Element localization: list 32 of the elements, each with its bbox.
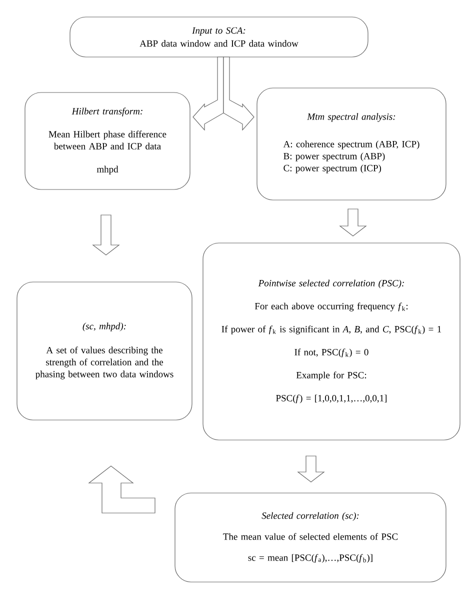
block-arrow [92,214,120,256]
block-arrow [339,208,367,236]
box-text: Mean Hilbert phase difference between ABP and ICP data [48,130,166,150]
box-text: If not, PSC(f$_{k}$) = 0 [294,348,368,358]
block-arrow [223,56,254,131]
box-text: A set of values describing the strength of correlation and the phasing between two data windows [36,346,174,380]
box-text: The mean value of selected elements of PSC [223,533,398,540]
process-box [16,282,192,420]
box-heading: Input to SCA: [192,27,246,36]
box-heading: (sc, mhpd): [82,322,126,332]
box-text: Example for PSC: [296,372,366,380]
process-box [70,16,368,58]
block-arrow [192,56,224,131]
box-text: ABP data window and ICP data window [140,40,298,47]
box-text: sc = mean [PSC(f$_{a}$),…,PSC(f$_{b}$)] [248,554,372,563]
process-box [174,492,446,582]
process-box [202,242,460,440]
block-arrow [297,456,325,482]
box-text: PSC(f) = [1,0,0,1,1,…,0,0,1] [276,394,387,404]
box-heading: Pointwise selected correlation (PSC): [258,280,404,288]
box-text: mhpd [96,166,118,174]
list-item: C: power spectrum (ICP) [284,164,382,174]
box-text: If power of f$_{k}$ is significant in A, B, and C, PSC(f$_{k}$) = 1 [222,326,442,334]
process-box [24,92,190,190]
box-heading: Selected correlation (sc): [262,512,359,521]
list-item: A: coherence spectrum (ABP, ICP) [283,140,420,150]
box-heading: Mtm spectral analysis: [307,113,396,122]
list-item: B: power spectrum (ABP) [284,152,385,162]
box-text: For each above occurring frequency f$_{k}$: [254,302,408,312]
block-arrow [88,466,156,514]
process-box [256,88,446,200]
box-heading: Hilbert transform: [72,108,142,116]
